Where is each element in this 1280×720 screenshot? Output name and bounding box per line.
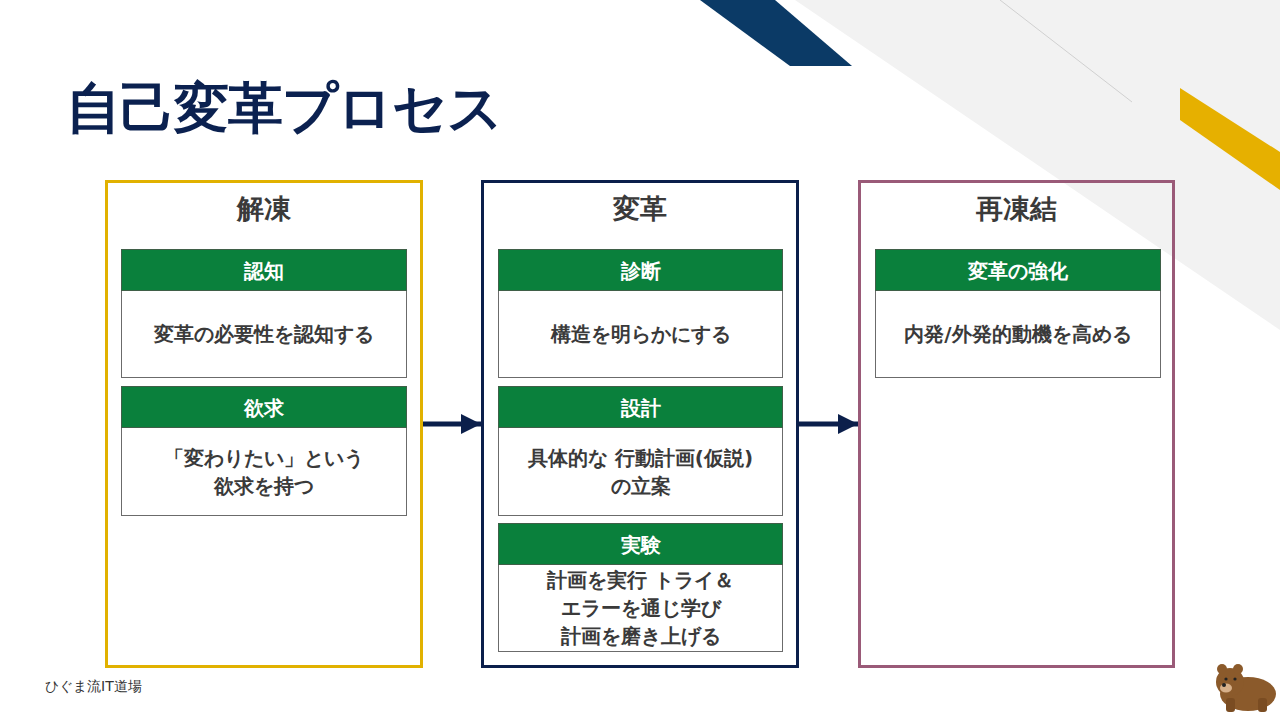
footer-label: ひぐま流IT道場 (45, 678, 142, 696)
step-card: 実験計画を実行 トライ＆エラーを通じ学び 計画を磨き上げる (498, 523, 783, 652)
grey-band (795, 0, 1280, 330)
step-card: 変革の強化内発/外発的動機を高める (875, 249, 1161, 378)
stage-heading: 再凍結 (861, 189, 1172, 229)
flow-arrow (423, 422, 481, 427)
step-card: 診断構造を明らかにする (498, 249, 783, 378)
navy-stripe (700, 0, 852, 66)
card-header: 変革の強化 (875, 249, 1161, 291)
card-header: 診断 (498, 249, 783, 291)
card-header: 実験 (498, 523, 783, 565)
step-card: 設計具体的な 行動計画(仮説)の立案 (498, 386, 783, 516)
stage-box: 解凍認知変革の必要性を認知する欲求「変わりたい」という 欲求を持つ (105, 180, 423, 668)
stage-heading: 解凍 (108, 189, 420, 229)
yellow-stripe (1180, 88, 1280, 190)
slide-title: 自己変革プロセス (66, 72, 502, 146)
step-card: 欲求「変わりたい」という 欲求を持つ (121, 386, 407, 516)
card-header: 欲求 (121, 386, 407, 428)
card-header: 認知 (121, 249, 407, 291)
flow-arrow (799, 422, 858, 427)
stage-box: 変革診断構造を明らかにする設計具体的な 行動計画(仮説)の立案実験計画を実行 ト… (481, 180, 799, 668)
card-text: 「変わりたい」という 欲求を持つ (121, 428, 407, 516)
stage-box: 再凍結変革の強化内発/外発的動機を高める (858, 180, 1175, 668)
stage-heading: 変革 (484, 189, 796, 229)
card-text: 内発/外発的動機を高める (875, 291, 1161, 378)
card-text: 具体的な 行動計画(仮説)の立案 (498, 428, 783, 516)
card-text: 計画を実行 トライ＆エラーを通じ学び 計画を磨き上げる (498, 565, 783, 652)
card-text: 変革の必要性を認知する (121, 291, 407, 378)
step-card: 認知変革の必要性を認知する (121, 249, 407, 378)
card-text: 構造を明らかにする (498, 291, 783, 378)
thin-line (1000, 0, 1132, 102)
bear-illustration (1216, 664, 1276, 712)
card-header: 設計 (498, 386, 783, 428)
